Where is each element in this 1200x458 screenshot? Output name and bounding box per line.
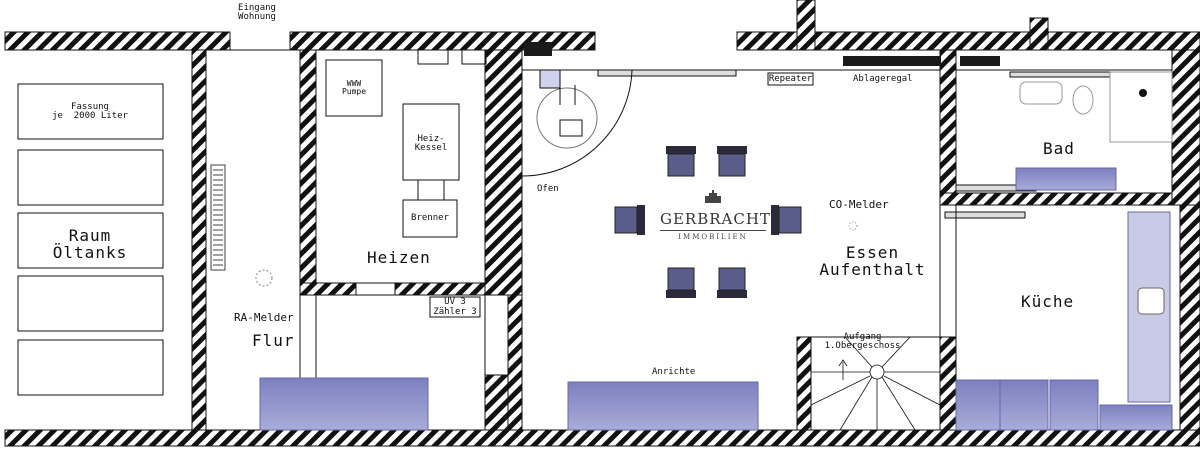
label-aufgang: Aufgang 1.Obergeschoss	[824, 332, 901, 351]
radiator	[210, 164, 226, 271]
chair	[666, 146, 696, 177]
label-eingang: Eingang Wohnung	[238, 3, 276, 22]
chair	[771, 205, 802, 235]
stove	[521, 69, 633, 177]
walls	[4, 0, 1200, 447]
sensors	[255, 221, 858, 287]
label-www-pumpe: WWW Pumpe	[341, 79, 367, 96]
stair	[810, 336, 941, 431]
label-ofen: Ofen	[537, 184, 559, 194]
logo-name: GERBRACHT	[660, 210, 771, 228]
oil-tanks	[17, 83, 164, 396]
furniture-blue	[259, 167, 1173, 431]
window-blocks	[524, 42, 1000, 66]
label-brenner: Brenner	[411, 213, 449, 223]
label-repeater: Repeater	[768, 74, 813, 84]
heating-equipment	[325, 59, 460, 238]
gerbracht-logo: GERBRACHT IMMOBILIEN	[660, 190, 771, 241]
room-label-kueche: Küche	[1021, 292, 1075, 311]
label-raum-oeltanks: Raum Öltanks	[52, 226, 128, 262]
label-uv: UV 3	[444, 297, 466, 307]
chair	[666, 267, 696, 298]
room-label-essen-aufenthalt: Essen Aufenthalt	[819, 243, 926, 279]
label-fassung: Fassung je 2000 Liter	[52, 102, 128, 121]
room-label-bad: Bad	[1043, 139, 1075, 158]
repeater-box	[767, 72, 814, 86]
room-label-flur: Flur	[252, 331, 295, 350]
bath-fixtures	[1019, 71, 1173, 143]
logo-sub: IMMOBILIEN	[660, 230, 766, 241]
logo-mark-icon	[705, 190, 721, 203]
label-anrichte: Anrichte	[652, 367, 696, 377]
room-outlines	[205, 49, 1181, 431]
label-zaehler: Zähler 3	[433, 307, 477, 317]
label-co-melder: CO-Melder	[829, 198, 889, 211]
sink	[1137, 287, 1165, 315]
label-ra-melder: RA-Melder	[234, 311, 294, 324]
chair	[717, 146, 747, 177]
chair	[717, 267, 747, 298]
room-label-heizen: Heizen	[367, 248, 431, 267]
chairs	[614, 146, 802, 298]
chair	[614, 205, 645, 235]
label-heiz-kessel: Heiz- Kessel	[414, 134, 448, 153]
label-ablageregal: Ablageregal	[853, 74, 913, 84]
